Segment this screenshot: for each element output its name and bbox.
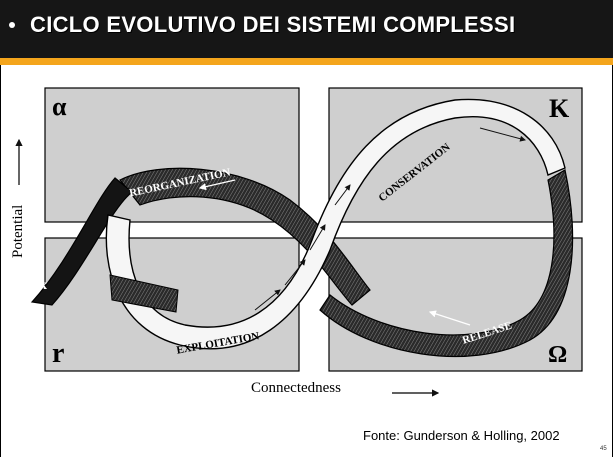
flow-arrow-4 bbox=[334, 184, 351, 206]
flow-arrow-6 bbox=[198, 179, 236, 191]
flow-arrow-2 bbox=[284, 259, 306, 286]
flow-arrow-3 bbox=[309, 224, 326, 251]
adaptive-cycle-diagram: α K r Ω REORGANIZATION CONSERVATION EXPL… bbox=[10, 87, 583, 397]
quadrant-label-alpha: α bbox=[52, 92, 67, 121]
front-band bbox=[105, 98, 566, 350]
flow-arrow-5 bbox=[479, 127, 526, 142]
slide-title: CICLO EVOLUTIVO DEI SISTEMI COMPLESSI bbox=[30, 12, 516, 37]
flow-arrow-1 bbox=[254, 289, 281, 311]
quadrant-label-r: r bbox=[52, 338, 64, 369]
y-axis-label: Potential bbox=[10, 205, 26, 258]
page-number: 45 bbox=[600, 446, 607, 452]
header-bar: CICLO EVOLUTIVO DEI SISTEMI COMPLESSI bbox=[0, 0, 613, 58]
left-border bbox=[0, 65, 1, 457]
exit-label: x bbox=[40, 278, 47, 293]
flow-arrow-7 bbox=[428, 310, 471, 326]
header-accent-line bbox=[0, 58, 613, 65]
exit-tail bbox=[30, 177, 133, 306]
quadrant-label-k: K bbox=[549, 94, 570, 123]
back-flap bbox=[109, 274, 179, 313]
bullet-icon bbox=[9, 22, 15, 28]
quadrant-label-omega: Ω bbox=[548, 342, 567, 368]
source-credit: Fonte: Gunderson & Holling, 2002 bbox=[363, 428, 560, 443]
release-band bbox=[319, 169, 574, 358]
x-axis-label: Connectedness bbox=[251, 380, 341, 396]
